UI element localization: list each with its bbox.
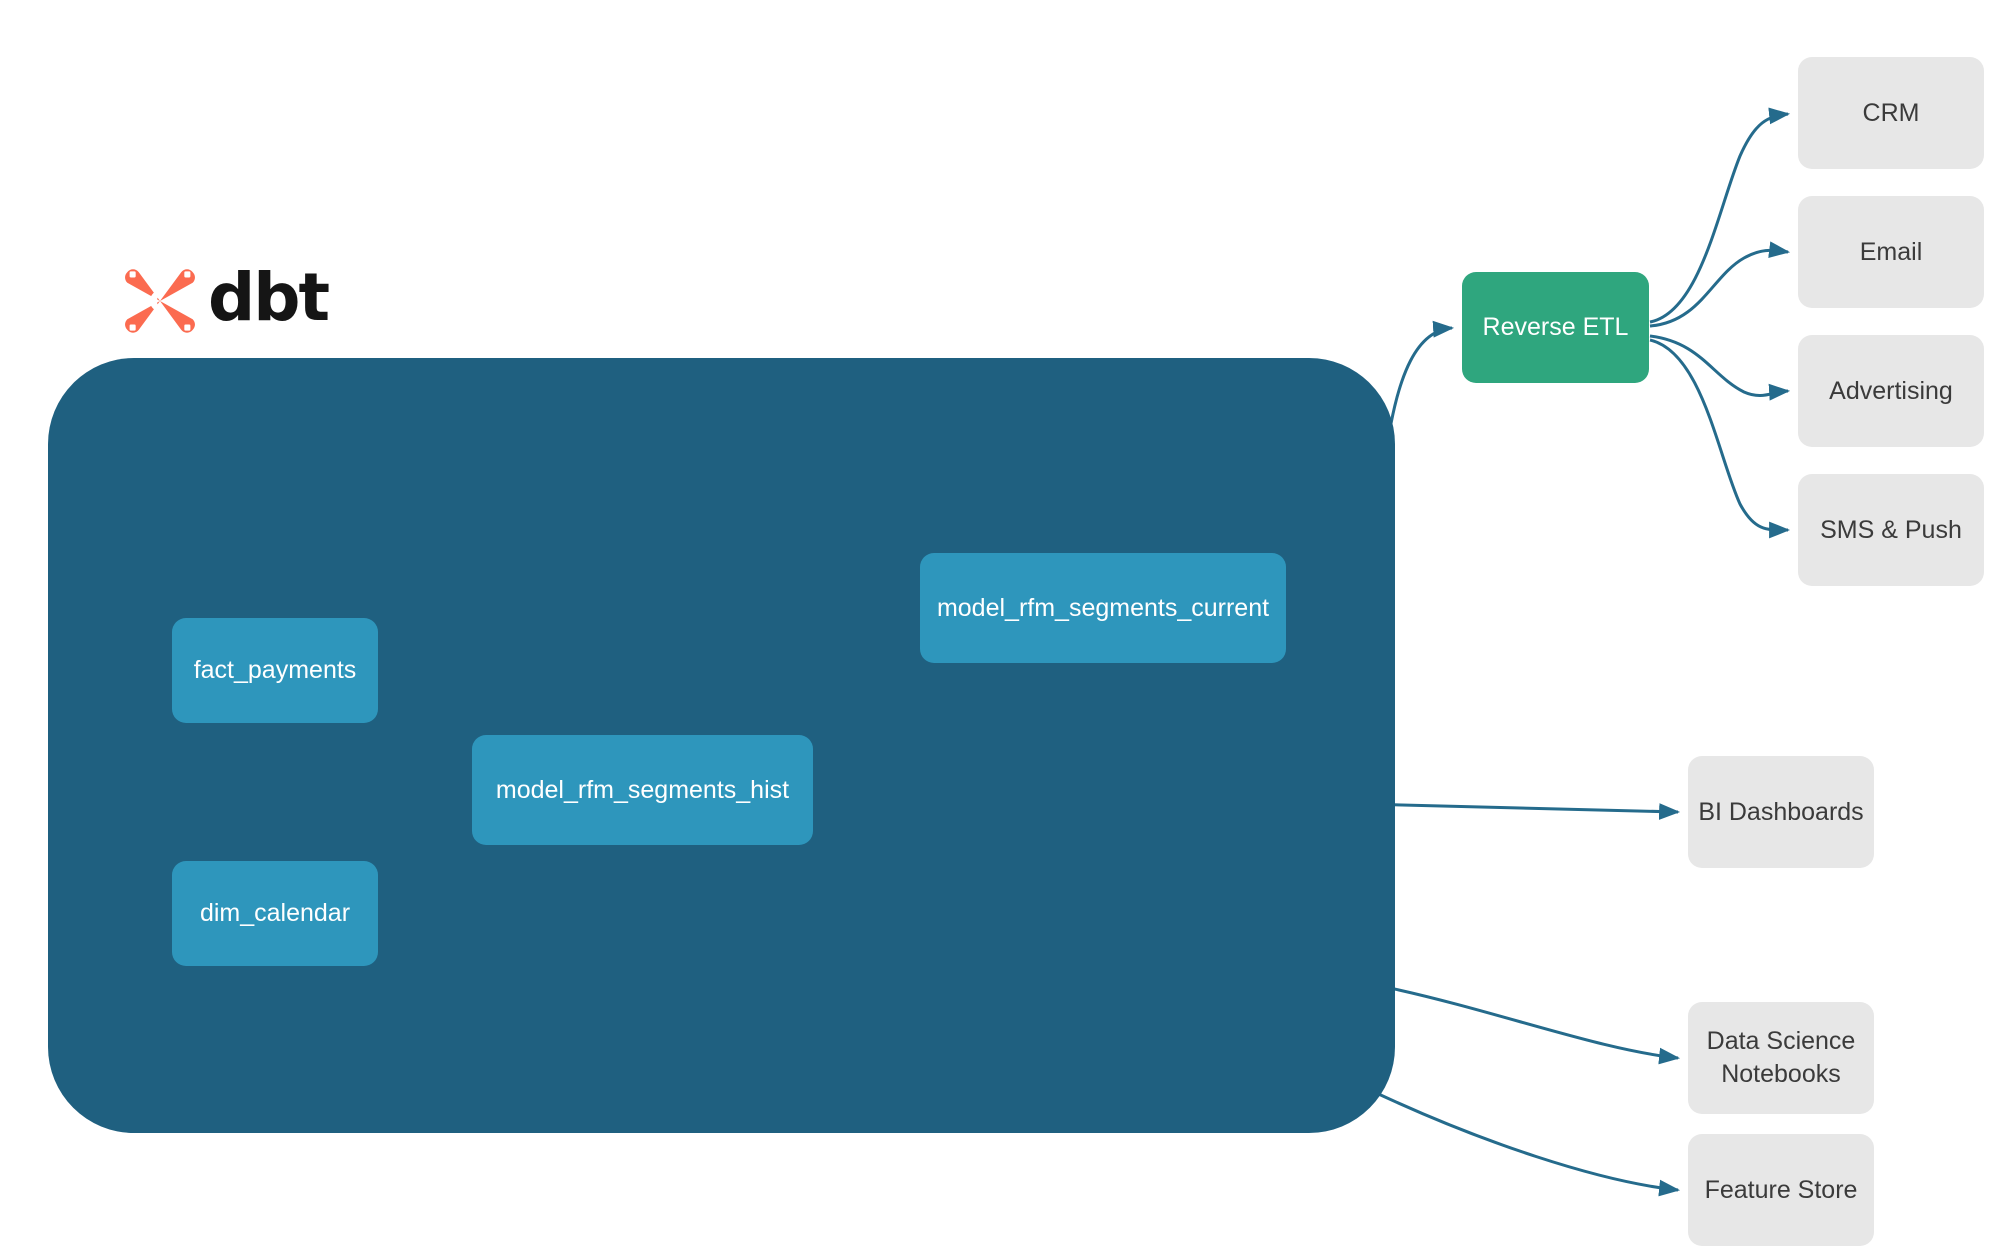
node-model-rfm-segments-current[interactable]: model_rfm_segments_current	[920, 553, 1286, 663]
dbt-mark-icon	[125, 269, 195, 333]
node-reverse-etl[interactable]: Reverse ETL	[1462, 272, 1649, 383]
node-feature-store[interactable]: Feature Store	[1688, 1134, 1874, 1246]
node-fact-payments[interactable]: fact_payments	[172, 618, 378, 723]
edge-reverse-etl-to-advertising	[1649, 334, 1791, 401]
node-bi-dashboards[interactable]: BI Dashboards	[1688, 756, 1874, 868]
node-label: model_rfm_segments_hist	[495, 775, 790, 804]
node-advertising[interactable]: Advertising	[1798, 335, 1984, 447]
node-label: model_rfm_segments_current	[936, 593, 1270, 622]
dbt-wordmark: dbt	[208, 259, 330, 336]
node-label: Email	[1859, 237, 1923, 266]
node-label: CRM	[1862, 98, 1920, 127]
node-label: BI Dashboards	[1698, 797, 1864, 826]
node-label: dim_calendar	[199, 899, 351, 927]
node-label: Reverse ETL	[1482, 313, 1629, 341]
node-crm[interactable]: CRM	[1798, 57, 1984, 169]
node-label: Feature Store	[1704, 1175, 1858, 1204]
node-dim-calendar[interactable]: dim_calendar	[172, 861, 378, 966]
dbt-logo: dbt	[122, 258, 342, 344]
node-model-rfm-segments-hist[interactable]: model_rfm_segments_hist	[472, 735, 813, 845]
node-email[interactable]: Email	[1798, 196, 1984, 308]
edge-reverse-etl-to-sms-push	[1649, 338, 1791, 539]
edge-reverse-etl-to-crm	[1649, 107, 1791, 324]
node-sms-push[interactable]: SMS & Push	[1798, 474, 1984, 586]
edge-reverse-etl-to-email	[1649, 241, 1791, 328]
node-label: SMS & Push	[1820, 515, 1962, 544]
node-label: Advertising	[1829, 376, 1953, 405]
node-label: fact_payments	[193, 656, 357, 684]
